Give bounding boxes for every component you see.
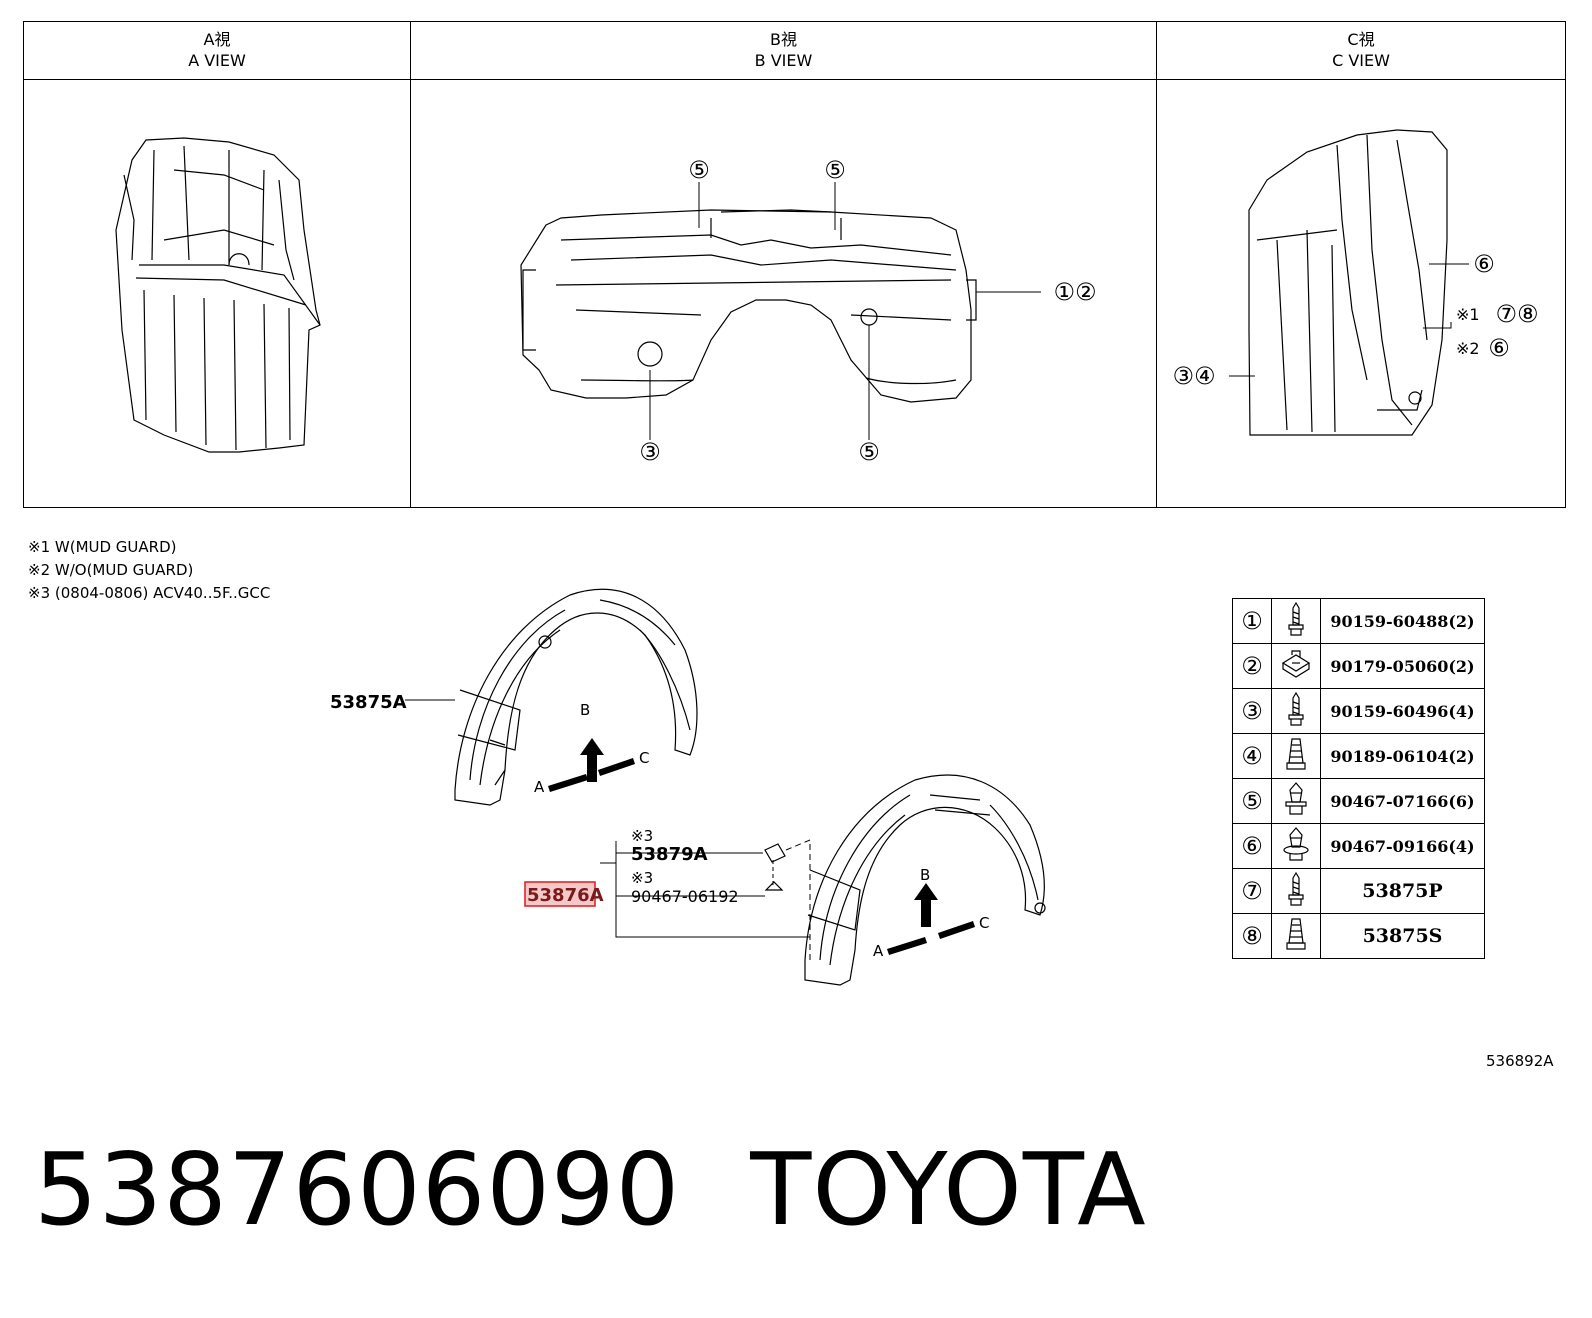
fastener-number: ② — [1232, 643, 1272, 689]
fastener-row[interactable]: ② 90179-05060(2) — [1232, 643, 1485, 689]
grommet-icon — [1271, 913, 1321, 959]
b-callout-top-left: ⑤ — [688, 156, 710, 184]
fastener-row[interactable]: ④ 90189-06104(2) — [1232, 733, 1485, 779]
fastener-number: ⑥ — [1232, 823, 1272, 869]
main-exploded-diagram: 53875A 53876A 53879A 90467-06192 ※3 ※3 B… — [330, 588, 1046, 986]
bolt-icon — [1271, 868, 1321, 914]
fastener-row[interactable]: ⑧ 53875S — [1232, 913, 1485, 959]
arrow-a-icon — [548, 774, 588, 792]
c-note1-mark: ※1 — [1456, 305, 1480, 324]
grommet-icon — [1271, 733, 1321, 779]
b-callout-right: ①② — [1053, 278, 1096, 306]
arrow-a-lower-label: A — [873, 942, 884, 960]
c-note2-mark: ※2 — [1456, 339, 1480, 358]
fastener-part-number[interactable]: 90159-60488(2) — [1320, 598, 1485, 644]
push-clip-icon — [1271, 778, 1321, 824]
arrow-b-icon — [580, 738, 604, 782]
fastener-table: ① 90159-60488(2) ② 90179-05060(2) ③ 9015… — [1232, 598, 1485, 959]
fastener-part-number[interactable]: 90159-60496(4) — [1320, 688, 1485, 734]
b-view-panel: B視 B VIEW — [410, 22, 1156, 507]
footer-part-number: 5387606090 — [34, 1131, 681, 1248]
highlight-box — [524, 881, 596, 907]
c-view-header: C視 C VIEW — [1157, 22, 1565, 80]
fastener-row[interactable]: ⑥ 90467-09166(4) — [1232, 823, 1485, 869]
fastener-number: ⑧ — [1232, 913, 1272, 959]
note-1: ※1 W(MUD GUARD) — [28, 538, 177, 556]
fastener-number: ① — [1232, 598, 1272, 644]
footer-caption: 5387606090 TOYOTA — [34, 1130, 1147, 1250]
b-view-title-jp: B視 — [770, 30, 797, 49]
footer-brand: TOYOTA — [750, 1131, 1147, 1248]
a-view-header: A視 A VIEW — [24, 22, 410, 80]
a-view-title-en: A VIEW — [188, 51, 246, 70]
arrow-b-label: B — [580, 701, 590, 719]
b-callout-bottom-right: ⑤ — [858, 438, 880, 466]
b-view-title-en: B VIEW — [754, 51, 813, 70]
clip-note-mark: ※3 — [631, 827, 653, 845]
b-callout-top-right: ⑤ — [824, 156, 846, 184]
fastener-part-number[interactable]: 53875S — [1320, 913, 1485, 959]
drawing-id: 536892A — [1486, 1052, 1554, 1070]
fastener-part-number[interactable]: 90467-07166(6) — [1320, 778, 1485, 824]
fastener-row[interactable]: ⑤ 90467-07166(6) — [1232, 778, 1485, 824]
fastener-part-number[interactable]: 53875P — [1320, 868, 1485, 914]
arrow-c-icon — [598, 758, 635, 776]
fastener-part-number[interactable]: 90189-06104(2) — [1320, 733, 1485, 779]
note-2: ※2 W/O(MUD GUARD) — [28, 561, 194, 579]
b-view-drawing: ⑤ ⑤ ①② ③ ⑤ — [520, 156, 1097, 466]
bolt-icon — [1271, 688, 1321, 734]
c-callout-note1-items: ⑦⑧ — [1495, 300, 1538, 328]
b-callout-bottom-left: ③ — [639, 438, 661, 466]
fastener-number: ④ — [1232, 733, 1272, 779]
fastener-row[interactable]: ① 90159-60488(2) — [1232, 598, 1485, 644]
c-callout-right-top: ⑥ — [1473, 250, 1495, 278]
fastener-part-number[interactable]: 90179-05060(2) — [1320, 643, 1485, 689]
fastener-number: ⑤ — [1232, 778, 1272, 824]
label-53875a[interactable]: 53875A — [330, 692, 407, 713]
b-view-header: B視 B VIEW — [411, 22, 1156, 80]
screw-note-mark: ※3 — [631, 869, 653, 887]
screw-90467-06192-icon — [764, 881, 784, 891]
c-view-title-en: C VIEW — [1332, 51, 1390, 70]
label-90467-06192[interactable]: 90467-06192 — [631, 887, 739, 906]
clip-53879a-icon — [764, 843, 786, 863]
arrow-c-label: C — [639, 749, 649, 767]
label-53879a[interactable]: 53879A — [631, 844, 708, 865]
arrow-a-label: A — [534, 778, 545, 796]
lower-direction-arrows — [887, 883, 975, 955]
upper-direction-arrows — [548, 738, 635, 792]
a-view-panel: A視 A VIEW — [24, 22, 410, 507]
upper-liner-outline — [454, 588, 698, 806]
nut-clip-icon — [1271, 643, 1321, 689]
a-view-drawing — [115, 137, 321, 453]
fastener-row[interactable]: ⑦ 53875P — [1232, 868, 1485, 914]
fastener-number: ⑦ — [1232, 868, 1272, 914]
note-3: ※3 (0804-0806) ACV40..5F..GCC — [28, 584, 271, 602]
arrow-a-lower-icon — [887, 937, 927, 955]
arrow-c-lower-label: C — [979, 914, 989, 932]
applicability-notes: ※1 W(MUD GUARD) ※2 W/O(MUD GUARD) ※3 (08… — [28, 536, 270, 605]
c-view-title-jp: C視 — [1347, 30, 1375, 49]
c-callout-left: ③④ — [1172, 362, 1215, 390]
push-clip-icon — [1271, 823, 1321, 869]
lower-liner-outline — [804, 774, 1045, 986]
c-view-drawing: ⑥ ③④ ⑦⑧ ⑥ ※1 ※2 — [1172, 129, 1539, 436]
fastener-part-number[interactable]: 90467-09166(4) — [1320, 823, 1485, 869]
c-callout-note2-items: ⑥ — [1488, 334, 1510, 362]
fastener-number: ③ — [1232, 688, 1272, 734]
bolt-icon — [1271, 598, 1321, 644]
arrow-c-lower-icon — [938, 921, 975, 939]
fastener-row[interactable]: ③ 90159-60496(4) — [1232, 688, 1485, 734]
views-table: A視 A VIEW B視 B VIEW — [23, 21, 1566, 508]
c-view-panel: C視 C VIEW ⑥ ③④ ⑦⑧ — [1156, 22, 1565, 507]
label-53876a[interactable]: 53876A — [527, 885, 604, 906]
arrow-b-lower-icon — [914, 883, 938, 927]
arrow-b-lower-label: B — [920, 866, 930, 884]
a-view-title-jp: A視 — [203, 30, 231, 49]
